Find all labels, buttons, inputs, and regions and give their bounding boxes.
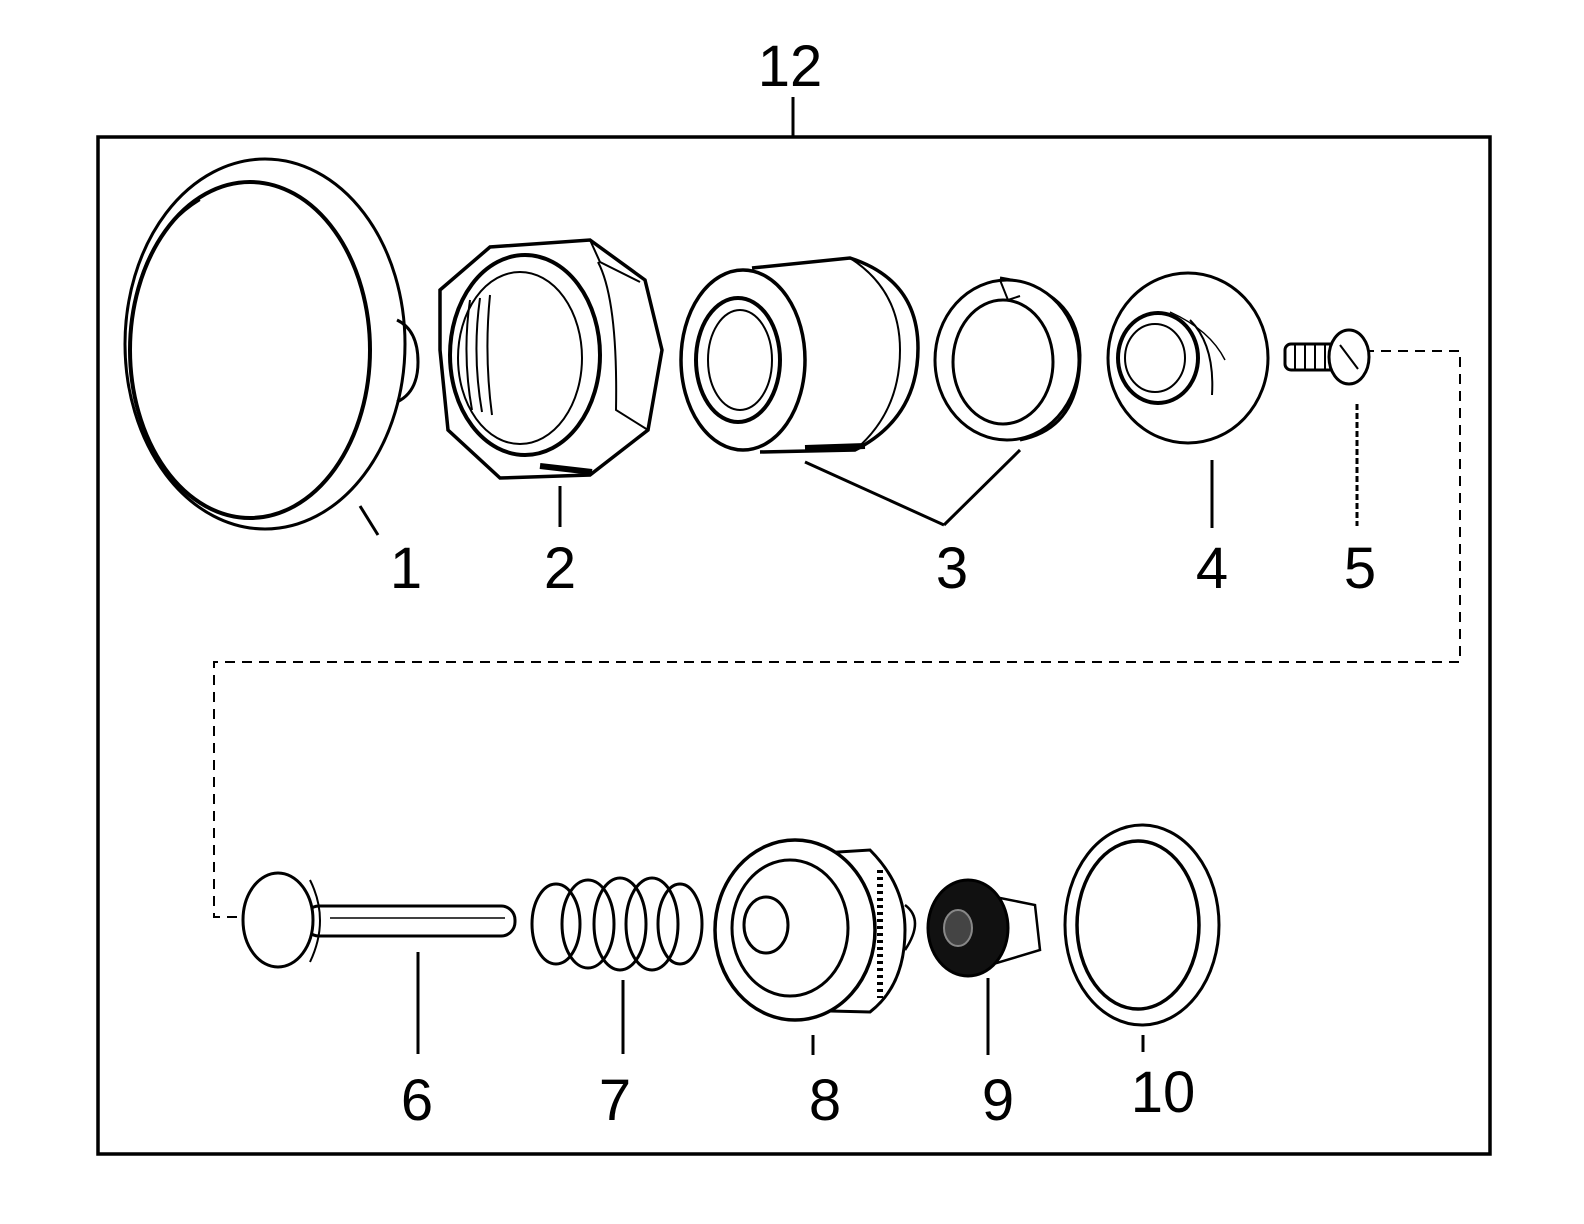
part-3-cylinder-body: [679, 256, 920, 454]
connection-path: [213, 350, 1461, 918]
part-5-screw: [1283, 328, 1371, 386]
part-9-label: 9: [982, 1068, 1014, 1133]
part-5-label: 5: [1344, 536, 1376, 601]
part-8-label: 8: [809, 1068, 841, 1133]
leader-lines: [358, 404, 1359, 1055]
part-1-diaphragm: [123, 157, 420, 531]
part-3-split-ring: [933, 276, 1082, 442]
part-8-valve-seat: [713, 838, 917, 1022]
part-9-rubber-cone: [926, 878, 1042, 978]
assembly-label: 12: [758, 34, 823, 99]
part-10-gasket: [1063, 823, 1221, 1027]
part-10-label: 10: [1131, 1060, 1196, 1125]
part-6-stem: [241, 871, 517, 969]
part-4-flanged-cap: [1106, 271, 1270, 445]
part-7-spring: [530, 876, 704, 972]
part-2-hex-nut: [438, 238, 664, 480]
part-4-label: 4: [1196, 536, 1228, 601]
part-1-label: 1: [390, 536, 422, 601]
part-2-label: 2: [544, 536, 576, 601]
part-7-label: 7: [599, 1068, 631, 1133]
part-6-label: 6: [401, 1068, 433, 1133]
part-3-label: 3: [936, 536, 968, 601]
assembly-frame: [96, 135, 1492, 1156]
